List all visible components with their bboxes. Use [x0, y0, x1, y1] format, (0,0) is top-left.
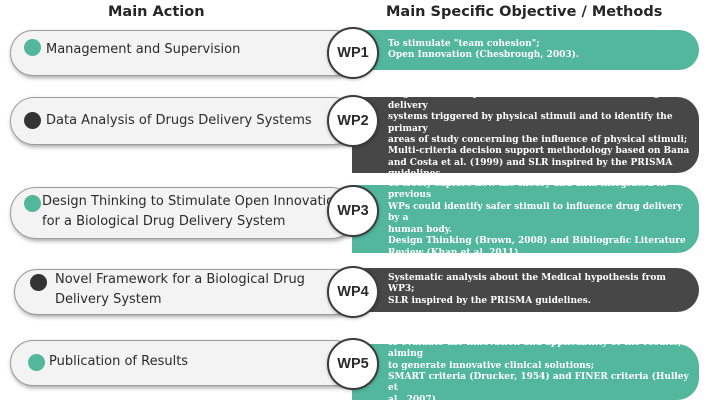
wp1-action-text: Management and Supervision [46, 40, 240, 60]
wp2-objective-line: Multi-criteria decision support methodol… [388, 146, 690, 157]
wp3-action-pill [10, 187, 357, 239]
wp5-objective-line: to generate innovative clinical solution… [388, 360, 595, 371]
wp1-action-line: Management and Supervision [46, 42, 241, 57]
wp3-green-dot [24, 195, 41, 212]
wp3-objective-line: WPs could identify safer stimuli to infl… [388, 201, 683, 224]
wp4-objective-line: SLR inspired by the PRISMA guidelines. [388, 295, 591, 306]
wp2-action-text: Data Analysis of Drugs Delivery Systems [46, 111, 312, 131]
wp2-objective-line: To generate an updated theoretical refer… [388, 89, 660, 111]
wp5-badge: WP5 [327, 338, 379, 390]
wp4-action-line: Delivery System [55, 292, 162, 307]
wp1-green-dot [24, 39, 41, 56]
wp2-objective-band: To generate an updated theoretical refer… [352, 89, 699, 179]
wp5-objective-band: to evaluate the innovation and applicabi… [352, 338, 699, 405]
wp5-objective-line: al., 2007). [388, 394, 440, 405]
wp2-objective-line: areas of study concerning the influence … [388, 135, 688, 145]
wp3-action-text: Design Thinking to Stimulate Open Innova… [42, 192, 342, 232]
wp2-action-line: Data Analysis of Drugs Delivery Systems [46, 113, 312, 128]
wp2-badge: WP2 [327, 95, 379, 147]
wp5-action-line: Publication of Results [49, 354, 189, 369]
wp2-dark-dot [24, 112, 41, 129]
wp3-action-line: for a Biological Drug Delivery System [42, 214, 286, 229]
wp5-objective-line: to evaluate the innovation and applicabi… [388, 337, 682, 360]
wp4-action-pill [14, 269, 357, 315]
wp5-green-dot [28, 354, 45, 371]
wp5-objective-line: SMART criteria (Drucker, 1954) and FINER… [388, 372, 689, 394]
wp1-objective-band: To stimulate "team cohesion"; Open Innov… [352, 30, 699, 70]
wp1-objective-line: Open Innovation (Chesbrough, 2003). [388, 50, 580, 60]
wp3-badge: WP3 [327, 185, 379, 237]
wp2-objective-line: guidelines. [388, 169, 444, 180]
wp4-action-line: Novel Framework for a Biological Drug [55, 272, 305, 287]
main-action-header: Main Action [108, 4, 205, 20]
wp2-objective-line: and Costa et al. (1999) and SLR inspired… [388, 157, 673, 168]
wp4-objective-band: Systematic analysis about the Medical hy… [352, 268, 699, 312]
wp3-objective-line: human body. [388, 224, 453, 235]
wp3-objective-band: To freely explore how the theory and dat… [352, 179, 699, 258]
wp3-action-line: Design Thinking to Stimulate Open Innova… [42, 194, 343, 209]
wp4-badge: WP4 [327, 266, 379, 318]
wp2-action-pill [10, 97, 357, 145]
wp3-objective-line: Design Thinking (Brown, 2008) and Biblio… [388, 236, 686, 247]
objective-header: Main Specific Objective / Methods [386, 4, 663, 20]
wp5-action-pill [10, 340, 357, 386]
wp4-objective-line: Systematic analysis about the Medical hy… [388, 272, 666, 295]
wp1-action-pill [10, 30, 357, 76]
wp5-action-text: Publication of Results [49, 352, 188, 372]
wp1-badge: WP1 [327, 27, 379, 79]
wp2-objective-line: systems triggered by physical stimuli an… [388, 112, 673, 134]
wp3-objective-line: Review (Khan et al, 2011). [388, 247, 522, 258]
wp3-objective-line: To freely explore how the theory and dat… [388, 179, 667, 201]
wp4-action-text: Novel Framework for a Biological Drug De… [55, 270, 305, 310]
wp1-objective-line: To stimulate "team cohesion"; [388, 38, 540, 49]
wp4-dark-dot [30, 274, 47, 291]
